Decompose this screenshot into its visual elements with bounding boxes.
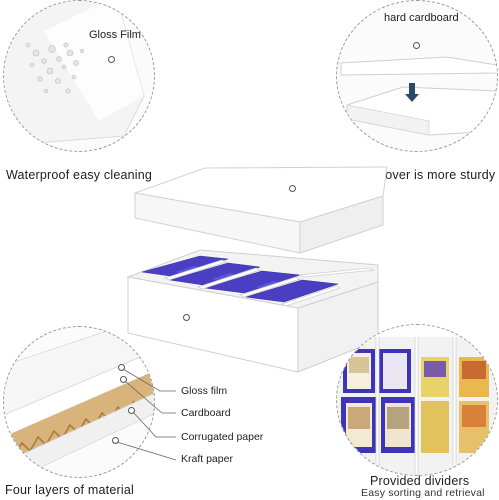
dividers-illustration [337, 325, 497, 475]
layer-3-marker [128, 407, 135, 414]
waterproof-caption: Waterproof easy cleaning [6, 168, 153, 182]
lid-marker [289, 185, 296, 192]
cover-illustration [340, 56, 497, 136]
layer-kraft-paper: Kraft paper [181, 453, 233, 465]
layer-cardboard: Cardboard [181, 407, 231, 419]
cover-detail-circle [336, 0, 498, 152]
gloss-film-callout: Gloss Film [89, 29, 141, 41]
gloss-film-detail-circle [3, 0, 155, 152]
layer-gloss-film: Gloss film [181, 385, 228, 397]
cover-caption: The cover is more sturdy [353, 168, 496, 182]
four-layers-caption: Four layers of material [5, 483, 134, 497]
layer-4-marker [112, 437, 119, 444]
dividers-caption: Provided dividers [370, 474, 470, 488]
layer-corrugated-paper: Corrugated paper [181, 431, 264, 443]
dividers-detail-circle [336, 324, 498, 476]
material-layers-circle [3, 326, 155, 478]
hard-cardboard-marker [413, 42, 420, 49]
layer-1-marker [118, 364, 125, 371]
gloss-film-illustration [4, 1, 145, 147]
hard-cardboard-callout: hard cardboard [384, 12, 459, 24]
box-marker [183, 314, 190, 321]
layer-2-marker [120, 376, 127, 383]
dividers-subcaption: Easy sorting and retrieval [361, 487, 485, 499]
gloss-film-marker [108, 56, 115, 63]
material-layers-illustration [4, 327, 154, 477]
